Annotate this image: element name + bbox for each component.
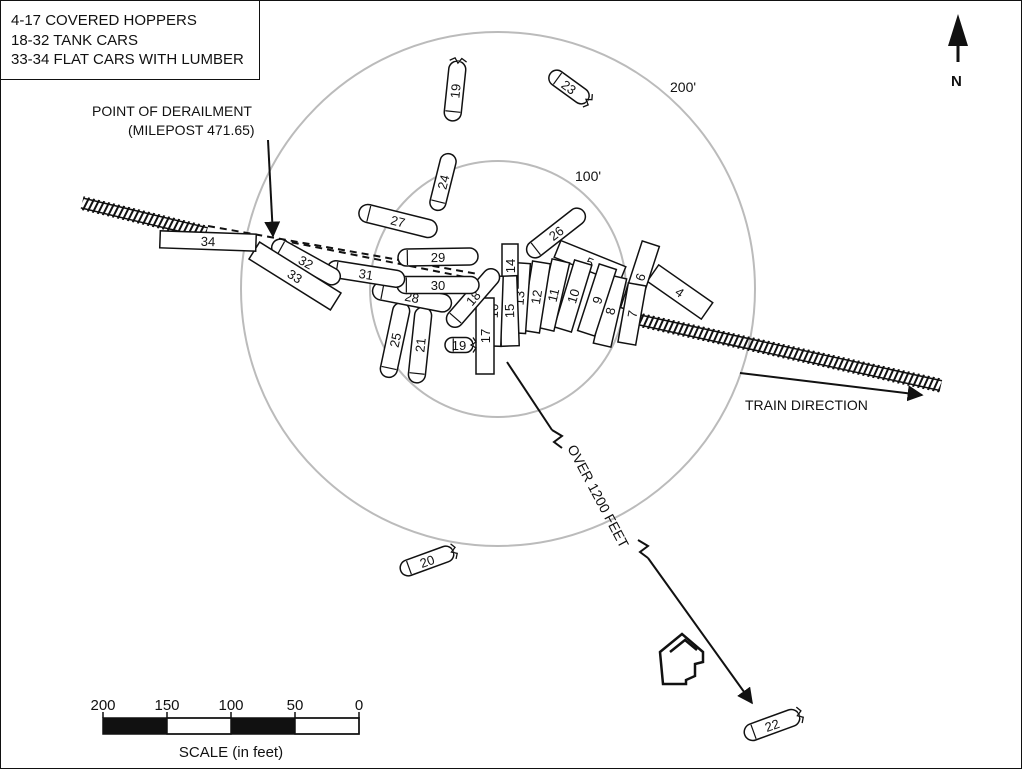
- tank-end-cap: [381, 365, 397, 371]
- rail-car-19: 19: [443, 56, 467, 122]
- rail-car-body: [397, 247, 479, 267]
- rail-car-25: 25: [379, 301, 411, 379]
- legend-box: 4-17 COVERED HOPPERS 18-32 TANK CARS 33-…: [0, 0, 260, 80]
- rail-car-30: 30: [396, 275, 480, 295]
- rail-car-label: 20: [418, 552, 437, 571]
- rail-car-24: 24: [429, 152, 457, 212]
- rail-car-label: 25: [387, 331, 405, 348]
- tank-end-cap: [405, 560, 412, 575]
- track-east: [638, 313, 943, 393]
- rail-car-label: 19: [452, 338, 466, 353]
- rail-car-26: 26: [525, 207, 587, 259]
- rail-car-7: 7: [617, 282, 647, 346]
- derailment-path-lower: [279, 239, 471, 279]
- rail-car-27: 27: [358, 203, 438, 239]
- rail-car-label: 12: [528, 289, 545, 306]
- rail-car-label: 19: [447, 83, 463, 99]
- broken-end-mark: [450, 543, 458, 560]
- rail-car-body: [646, 263, 714, 321]
- rail-cars: 4567891011121314151617181919202122232425…: [158, 56, 804, 742]
- tank-end-cap: [750, 724, 757, 739]
- rail-car-body: [429, 152, 457, 212]
- ring-200ft: [240, 31, 756, 547]
- scale-label-0: 0: [355, 697, 363, 714]
- rail-car-label: 34: [200, 234, 215, 249]
- rail-car-22: 22: [743, 706, 804, 742]
- tank-end-cap: [445, 110, 461, 113]
- rail-car-label: 30: [431, 278, 445, 293]
- legend-tank-cars: 18-32 TANK CARS: [11, 31, 138, 49]
- broken-end-mark: [469, 337, 477, 353]
- rail-car-29: 29: [397, 247, 479, 267]
- rail-car-9: 9: [576, 262, 618, 338]
- rail-car-12: 12: [520, 260, 552, 334]
- rail-car-10: 10: [553, 258, 593, 334]
- train-direction-label: TRAIN DIRECTION: [745, 397, 868, 413]
- rail-car-19: 19: [444, 336, 477, 354]
- rail-car-20: 20: [399, 543, 458, 577]
- rail-car-label: 11: [545, 287, 563, 304]
- rail-car-label: 27: [389, 212, 407, 230]
- rail-car-label: 17: [478, 329, 493, 343]
- north-label: N: [951, 73, 962, 90]
- rail-car-23: 23: [548, 69, 593, 108]
- ring-100ft-label: 100': [575, 168, 601, 184]
- legend-flat-cars: 33-34 FLAT CARS WITH LUMBER: [11, 51, 244, 68]
- rail-car-33: 33: [247, 241, 343, 311]
- house-icon: [658, 632, 705, 686]
- scale-label-200: 200: [90, 697, 115, 714]
- rail-car-label: 10: [564, 287, 583, 305]
- tank-end-cap: [552, 72, 563, 85]
- rail-car-34: 34: [158, 230, 258, 252]
- rail-car-body: [525, 207, 587, 259]
- rail-car-31: 31: [326, 259, 406, 289]
- rail-car-label: 9: [589, 294, 606, 306]
- rail-car-label: 15: [502, 303, 517, 318]
- rail-car-label: 6: [632, 271, 649, 283]
- rail-car-label: 33: [285, 266, 305, 286]
- broken-end-mark: [795, 706, 804, 724]
- rail-car-label: 14: [503, 259, 518, 273]
- rail-car-4: 4: [646, 263, 714, 321]
- tank-end-cap: [366, 205, 372, 222]
- rail-car-body: [553, 258, 593, 334]
- scale-label-50: 50: [287, 697, 304, 714]
- scale-label-100: 100: [218, 697, 243, 714]
- train-direction-arrow: [739, 372, 924, 402]
- derailment-pointer-arrow: [264, 139, 281, 238]
- distance-leader: [506, 361, 753, 705]
- rail-car-body: [576, 262, 618, 338]
- rail-car-label: 29: [431, 250, 446, 265]
- derailment-milepost: (MILEPOST 471.65): [128, 122, 255, 138]
- tank-end-cap: [431, 199, 446, 204]
- scale-label-150: 150: [154, 697, 179, 714]
- rail-car-label: 7: [624, 309, 640, 319]
- rail-car-15: 15: [498, 274, 520, 348]
- tank-end-cap: [530, 242, 541, 256]
- legend-hoppers: 4-17 COVERED HOPPERS: [11, 12, 197, 29]
- rail-car-label: 31: [358, 266, 375, 283]
- tank-end-cap: [449, 312, 462, 324]
- rail-car-label: 24: [434, 173, 452, 191]
- ring-200ft-label: 200': [670, 79, 696, 95]
- north-arrow-icon: [948, 14, 968, 62]
- rail-car-body: [743, 708, 801, 742]
- rail-car-body: [617, 282, 647, 346]
- rail-car-label: 21: [412, 337, 428, 353]
- derailment-label: POINT OF DERAILMENT: [92, 103, 252, 119]
- rail-car-17: 17: [475, 297, 495, 375]
- rail-car-label: 8: [602, 306, 618, 316]
- rail-car-label: 22: [763, 716, 782, 735]
- rail-car-body: [158, 230, 258, 252]
- scale-bar: [102, 712, 360, 735]
- rail-car-label: 23: [558, 77, 579, 98]
- rail-car-body: [358, 203, 438, 239]
- broken-end-mark: [449, 56, 467, 65]
- scale-title: SCALE (in feet): [179, 744, 283, 761]
- rail-car-21: 21: [407, 306, 433, 384]
- tank-end-cap: [409, 372, 425, 375]
- tank-end-cap: [276, 241, 286, 255]
